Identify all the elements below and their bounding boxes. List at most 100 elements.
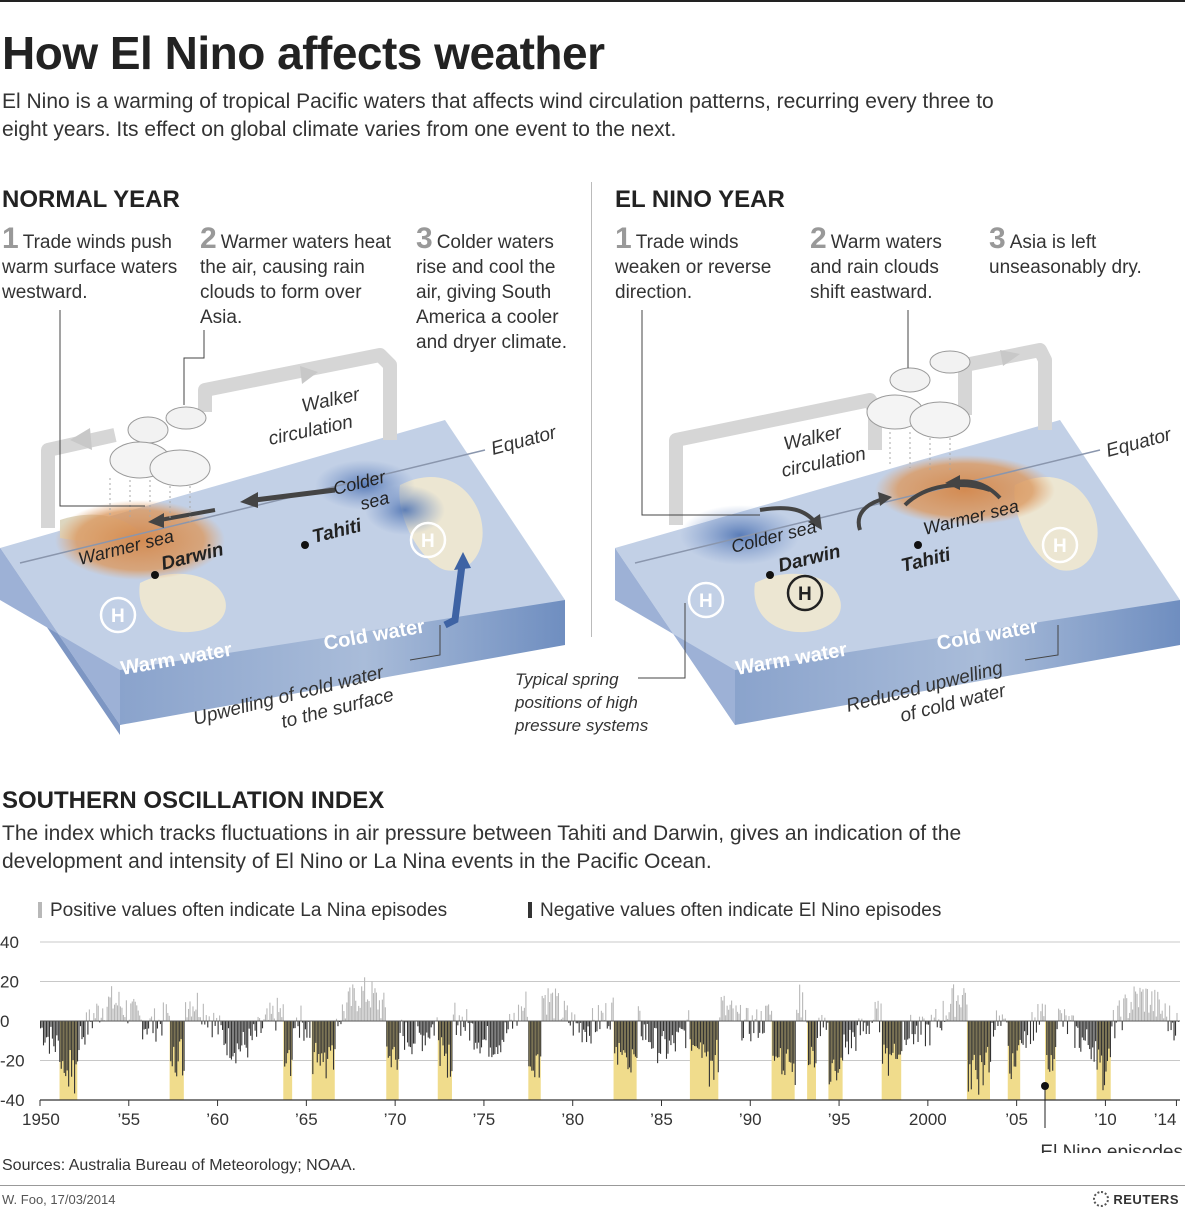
soi-bar (100, 1017, 102, 1021)
soi-bar (623, 1021, 625, 1051)
soi-bar (781, 1021, 783, 1075)
soi-bar (180, 1021, 182, 1040)
el-nino-episode-band (1045, 1021, 1056, 1100)
soi-bar (1161, 1010, 1163, 1021)
soi-bar (404, 1021, 406, 1050)
x-tick-label: ’90 (739, 1110, 762, 1129)
soi-bar (640, 1021, 642, 1037)
soi-bar (458, 1015, 460, 1021)
soi-bar (769, 1014, 771, 1021)
soi-bar (611, 1002, 613, 1021)
soi-bar (713, 1021, 715, 1080)
soi-bar (732, 1008, 734, 1021)
soi-bar (1167, 1021, 1169, 1032)
soi-bar (119, 1006, 122, 1021)
soi-bar (963, 988, 965, 1021)
soi-bar (179, 1021, 181, 1042)
soi-bar (735, 1005, 737, 1021)
soi-bar (615, 1021, 617, 1047)
soi-bar (565, 1010, 567, 1021)
soi-bar (1081, 1021, 1083, 1038)
equator-line (19, 449, 486, 564)
soi-bar (211, 1021, 213, 1038)
soi-bar (93, 1013, 95, 1021)
legend-swatch (528, 902, 532, 918)
tahiti-dot (301, 541, 309, 549)
soi-bar (883, 1021, 885, 1045)
soi-bar (202, 1003, 204, 1021)
step-text: Warmer waters heat the air, causing rain… (200, 232, 392, 328)
soi-bar (568, 1021, 570, 1024)
soi-bar (559, 1019, 561, 1021)
soi-bar (970, 1021, 972, 1090)
soi-bar (449, 1021, 451, 1077)
soi-bar (824, 1017, 826, 1021)
soi-bar (1102, 1021, 1104, 1091)
soi-bar (213, 1012, 215, 1021)
soi-bar (158, 1019, 160, 1021)
soi-bar (1072, 1015, 1074, 1021)
soi-bar (692, 1021, 694, 1046)
soi-bar (56, 1021, 58, 1036)
soi-bar (319, 1021, 321, 1066)
soi-bar (982, 1021, 984, 1086)
soi-bar (633, 1021, 635, 1055)
soi-bar (82, 1021, 85, 1038)
soi-bar (1137, 1007, 1140, 1021)
soi-bar (1142, 989, 1144, 1021)
soi-bar (1118, 1000, 1120, 1021)
soi-bar (232, 1021, 234, 1057)
soi-bar (97, 1005, 99, 1021)
soi-bar (725, 1015, 727, 1021)
soi-bar (1056, 1021, 1058, 1030)
soi-bar (1158, 999, 1160, 1021)
soi-bar (957, 995, 959, 1021)
high-pressure-marker (1041, 526, 1079, 564)
soi-bar (466, 1009, 468, 1021)
soi-bar (1035, 1021, 1037, 1033)
soi-bar (183, 1021, 185, 1071)
soi-bar (951, 988, 953, 1021)
soi-bar (430, 1021, 432, 1028)
soi-bar (691, 1021, 693, 1051)
soi-bar (193, 1011, 195, 1021)
high-pressure-marker (687, 581, 725, 619)
soi-bar (702, 1021, 705, 1045)
soi-bar (71, 1021, 73, 1077)
soi-bar (1021, 1021, 1023, 1044)
soi-bar (694, 1021, 696, 1047)
x-tick-label: ’10 (1094, 1110, 1117, 1129)
soi-bar (236, 1021, 238, 1044)
x-tick-label: 2000 (909, 1110, 947, 1129)
soi-bar (1074, 1021, 1076, 1048)
soi-bar (306, 1021, 308, 1038)
soi-bar (550, 993, 552, 1021)
soi-bar (676, 1021, 678, 1032)
soi-bar (1089, 1021, 1091, 1050)
soi-bar (1130, 1001, 1132, 1021)
legend-negative: Negative values often indicate El Nino e… (528, 900, 941, 922)
soi-bar (884, 1021, 887, 1054)
soi-bar (864, 1021, 866, 1023)
leader-line (1024, 625, 1059, 661)
soi-bar (745, 1007, 747, 1021)
soi-bar (182, 1021, 184, 1076)
soi-bar (960, 1007, 962, 1021)
walker-arrow-head (300, 366, 318, 384)
soi-bar (146, 1021, 148, 1035)
soi-bar (248, 1021, 250, 1029)
soi-bar (480, 1021, 483, 1048)
soi-bar (686, 1019, 688, 1021)
soi-bar (75, 1021, 77, 1065)
high-pressure-marker (409, 521, 447, 559)
soi-bar (463, 1021, 465, 1028)
soi-bar (350, 1005, 352, 1021)
soi-bar (577, 1021, 579, 1024)
soi-bar (1003, 1018, 1005, 1021)
soi-bar (386, 1021, 388, 1047)
soi-bar (630, 1021, 632, 1073)
soi-bar (136, 1005, 138, 1021)
soi-bar (372, 993, 375, 1021)
soi-bar (785, 1021, 787, 1054)
